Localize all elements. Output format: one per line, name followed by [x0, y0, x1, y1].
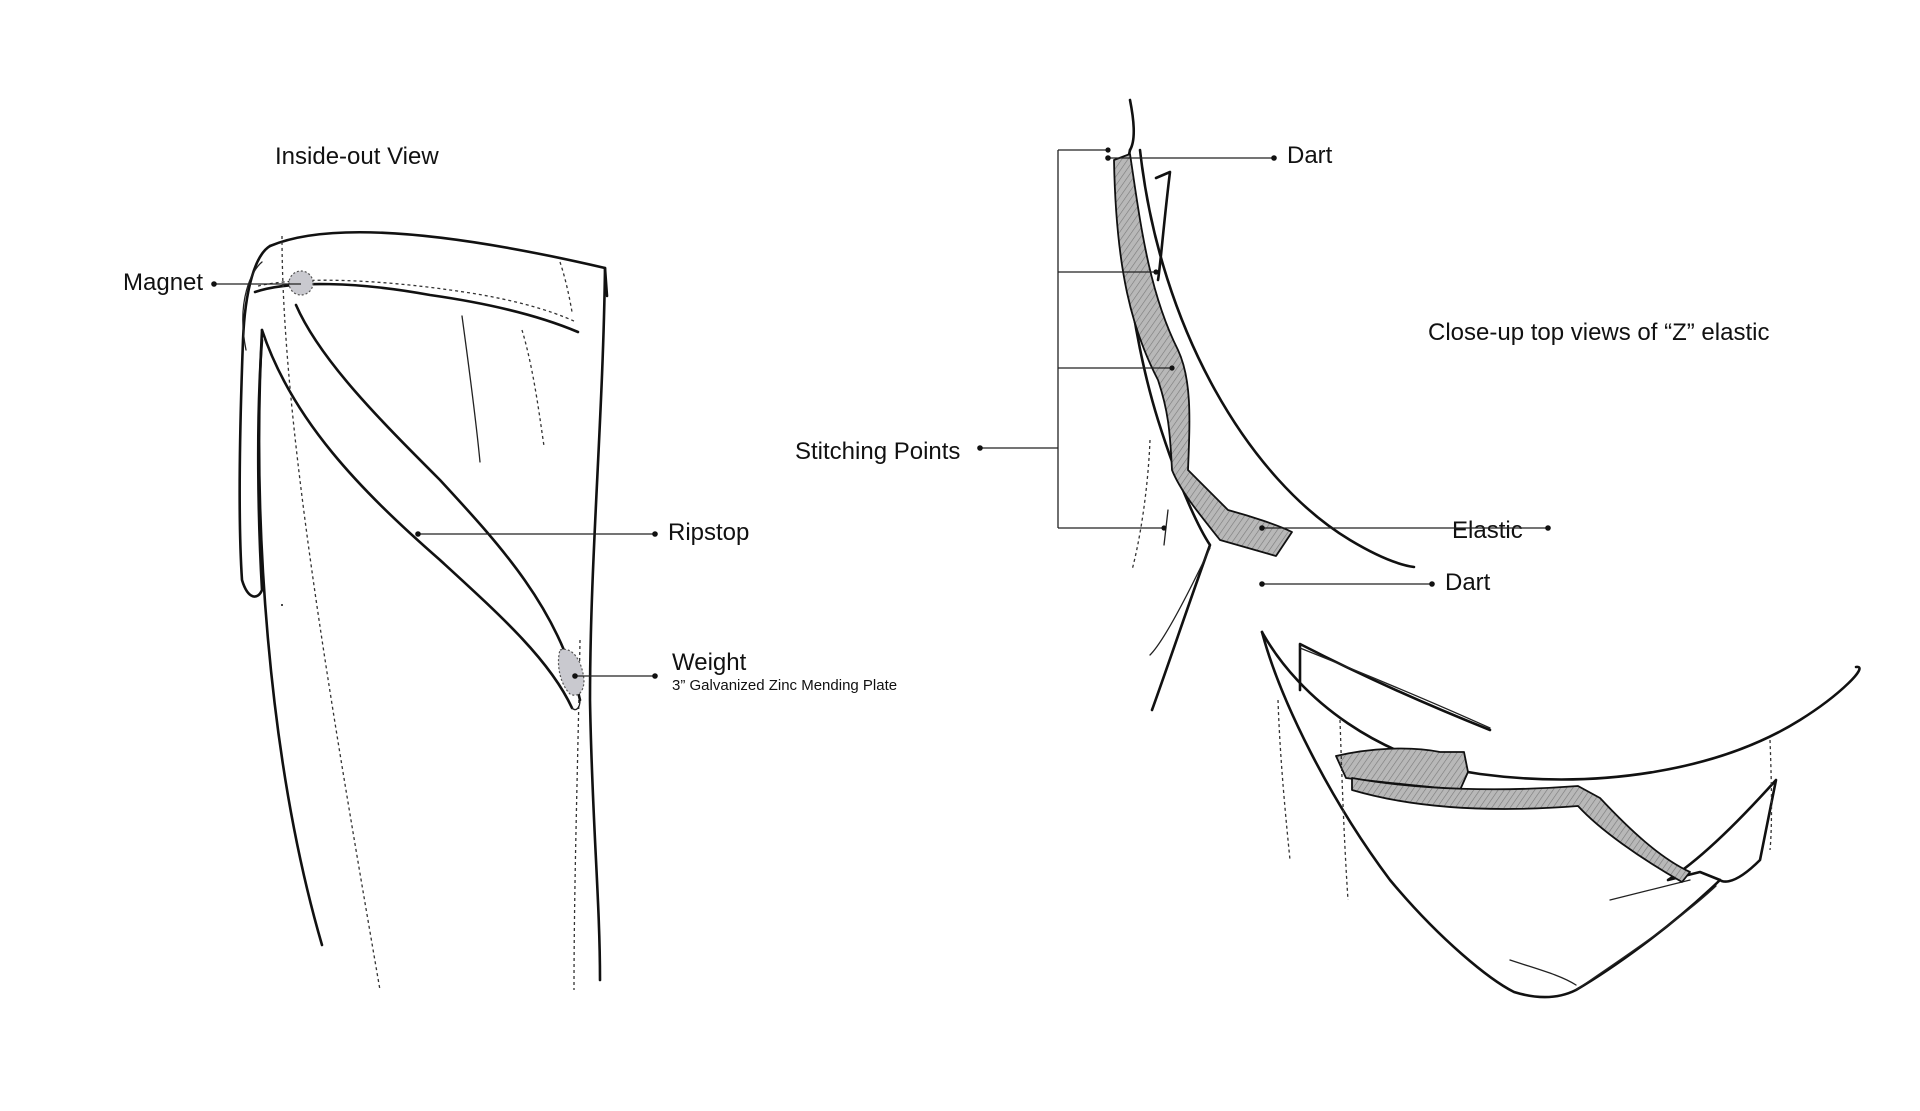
pleat-1	[461, 315, 481, 463]
weight-leader-dot-a	[572, 673, 578, 679]
small-mark	[281, 604, 283, 606]
ripstop-label: Ripstop	[668, 519, 749, 546]
z-elastic-title: Close-up top views of “Z” elastic	[1428, 319, 1769, 346]
pleat-3	[559, 261, 573, 313]
weight-plate-marker	[557, 648, 585, 696]
fabric-flap	[1154, 170, 1172, 282]
dart-stroke	[1149, 547, 1211, 656]
magnet-label: Magnet	[123, 269, 203, 296]
opening-left	[1260, 630, 1722, 999]
weight-leader-dot-b	[652, 673, 658, 679]
side-crease	[573, 639, 581, 991]
magnet-marker	[288, 270, 314, 296]
fly-flap	[238, 244, 272, 598]
elastic-dot-b	[1545, 525, 1551, 531]
top-seam-dash-right	[1769, 739, 1773, 851]
inner-panel	[1298, 642, 1492, 732]
dart-top-dot-a	[1105, 155, 1111, 161]
trouser-waistband-outline	[268, 230, 609, 298]
z-elastic-band	[1113, 153, 1293, 557]
fly-inner-fold	[242, 261, 263, 351]
right-annotations: Close-up top views of “Z” elastic Dart S…	[795, 142, 1769, 596]
trouser-outer-seam	[588, 266, 607, 982]
z-elastic-top-view	[1260, 630, 1861, 999]
left-annotations: Inside-out View Magnet Ripstop Weight 3”…	[123, 143, 897, 694]
waist-curve	[1260, 630, 1861, 781]
inside-out-view-title: Inside-out View	[275, 143, 439, 170]
side-seam-dash	[1131, 439, 1151, 571]
weight-detail-label: 3” Galvanized Zinc Mending Plate	[672, 677, 897, 694]
stitch-dot-1	[1105, 147, 1111, 153]
ripstop-strip-inner	[260, 328, 574, 710]
stitch-dot-3	[1169, 365, 1175, 371]
fabric-edge-top	[1128, 98, 1136, 152]
dart-bottom-dot-a	[1259, 581, 1265, 587]
ripstop-strip-outer	[294, 303, 582, 702]
band-end-line	[1609, 879, 1691, 901]
flap-right	[1666, 778, 1778, 883]
fabric-outer-curve	[1138, 148, 1416, 569]
stitching-points-label: Stitching Points	[795, 438, 960, 465]
stitch-dot-4	[1161, 525, 1167, 531]
ripstop-leader-dot-b	[652, 531, 658, 537]
trouser-inner-leg	[257, 328, 324, 947]
top-elastic-lower	[1351, 777, 1691, 883]
stitching-bracket	[1057, 149, 1172, 529]
front-crease	[281, 235, 381, 991]
magnet-leader-dot	[211, 281, 217, 287]
elastic-dot-a	[1259, 525, 1265, 531]
top-seam-dash-left	[1277, 699, 1291, 861]
inside-out-trouser-drawing	[238, 230, 609, 991]
weight-label: Weight	[672, 649, 747, 676]
dart-top-label: Dart	[1287, 142, 1333, 169]
dart-bottom-label: Dart	[1445, 569, 1491, 596]
stitch-dot-2	[1153, 269, 1159, 275]
dart-top-dot-b	[1271, 155, 1277, 161]
pleat-2	[521, 329, 545, 447]
top-seam-dash-mid	[1339, 719, 1349, 901]
bottom-fold-line	[1509, 959, 1577, 986]
stitching-leader-dot	[977, 445, 983, 451]
elastic-label: Elastic	[1452, 517, 1523, 544]
dart-bottom-dot-b	[1429, 581, 1435, 587]
ripstop-tip	[571, 699, 581, 711]
top-edge-line	[1299, 647, 1491, 729]
flap-inner-line	[1575, 885, 1717, 991]
ripstop-leader-dot-a	[415, 531, 421, 537]
z-elastic-side-view	[1113, 98, 1416, 712]
